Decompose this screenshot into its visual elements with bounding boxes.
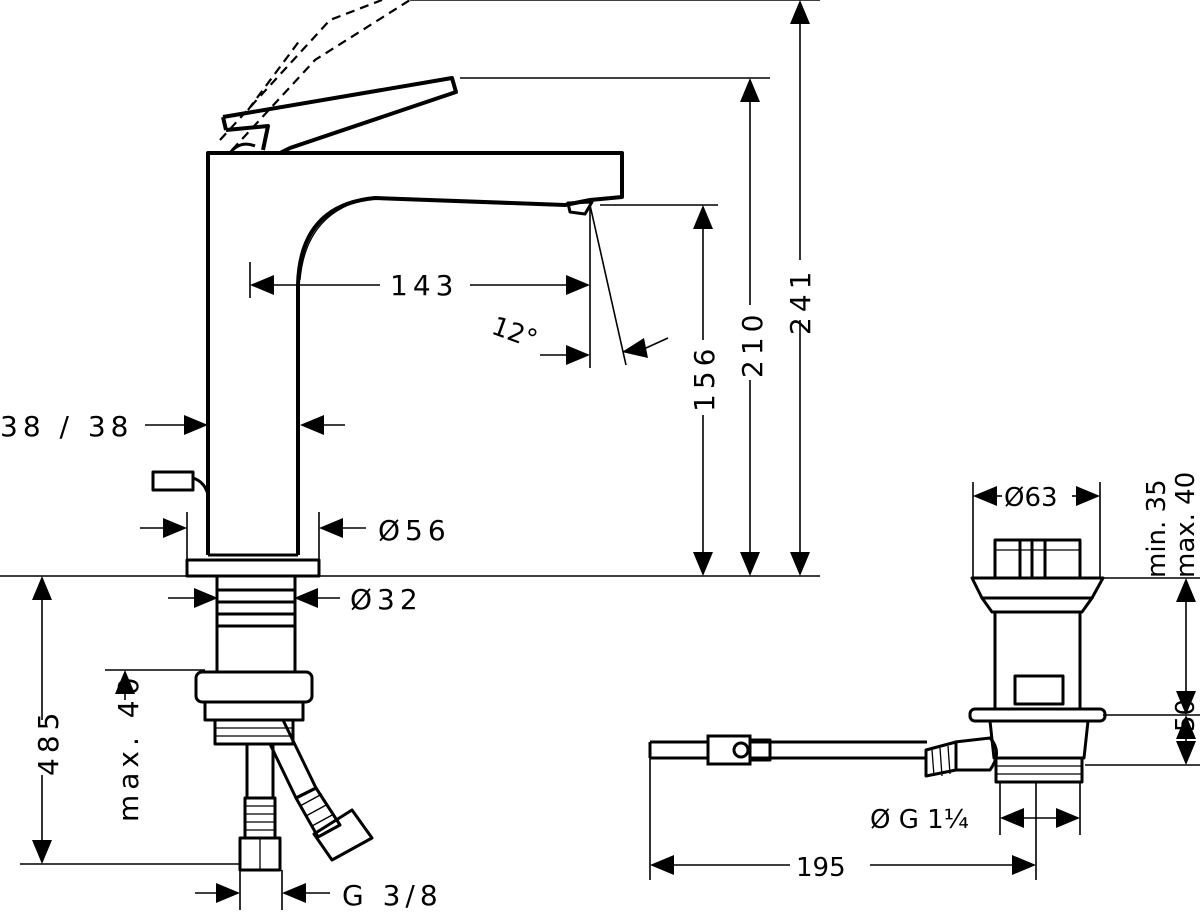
dim-waste-height: 50 <box>1085 699 1200 766</box>
lever-handle <box>221 76 458 155</box>
dim-shank-diameter: Ø32 <box>168 583 423 616</box>
dim-min35-label: min. 35 <box>1142 479 1172 578</box>
dim-50-label: 50 <box>1171 699 1200 732</box>
dim-485-label: 485 <box>32 708 65 776</box>
dim-143-label: 143 <box>390 269 458 302</box>
dim-56-label: Ø56 <box>378 514 451 547</box>
dim-63-label: Ø63 <box>1004 483 1058 513</box>
popup-rod <box>151 470 210 496</box>
dim-38-label: 38 / 38 <box>0 410 134 443</box>
dim-241-label: 241 <box>784 267 817 335</box>
dim-156-label: 156 <box>688 344 721 412</box>
dim-plug-range: min. 35 max. 40 <box>1103 472 1200 716</box>
dim-drain-diameter: Ø63 <box>972 482 1101 578</box>
dim-210-label: 210 <box>736 310 769 378</box>
dim-12-label: 12° <box>488 311 542 355</box>
dim-max40-label: max. 40 <box>112 673 145 822</box>
dim-g114-label: Ø G 1¼ <box>870 805 969 835</box>
dim-total-height: 241 <box>784 0 817 576</box>
dim-g38-label: G 3/8 <box>342 879 443 912</box>
dim-hose-length: 485 <box>20 576 240 865</box>
lever-open-position <box>219 0 411 151</box>
dim-lever-height: 210 <box>736 78 769 576</box>
dim-waste-thread: Ø G 1¼ <box>870 782 1081 835</box>
dim-connection: G 3/8 <box>195 870 443 912</box>
dim-body-width: 38 / 38 <box>0 410 345 443</box>
dim-base-diameter: Ø56 <box>140 512 451 560</box>
dim-waste-length: 195 <box>649 758 1037 883</box>
dim-max-thickness: max. 40 <box>105 669 205 822</box>
mounting-shank <box>194 574 314 746</box>
dim-32-label: Ø32 <box>350 583 423 616</box>
dim-max40b-label: max. 40 <box>1171 472 1200 578</box>
dim-195-label: 195 <box>796 853 846 883</box>
dim-spout-height: 156 <box>688 205 721 576</box>
waste-set <box>648 538 1107 784</box>
faucet-body <box>185 151 624 578</box>
supply-hoses <box>238 719 374 872</box>
dim-spout-reach: 143 <box>249 205 591 368</box>
